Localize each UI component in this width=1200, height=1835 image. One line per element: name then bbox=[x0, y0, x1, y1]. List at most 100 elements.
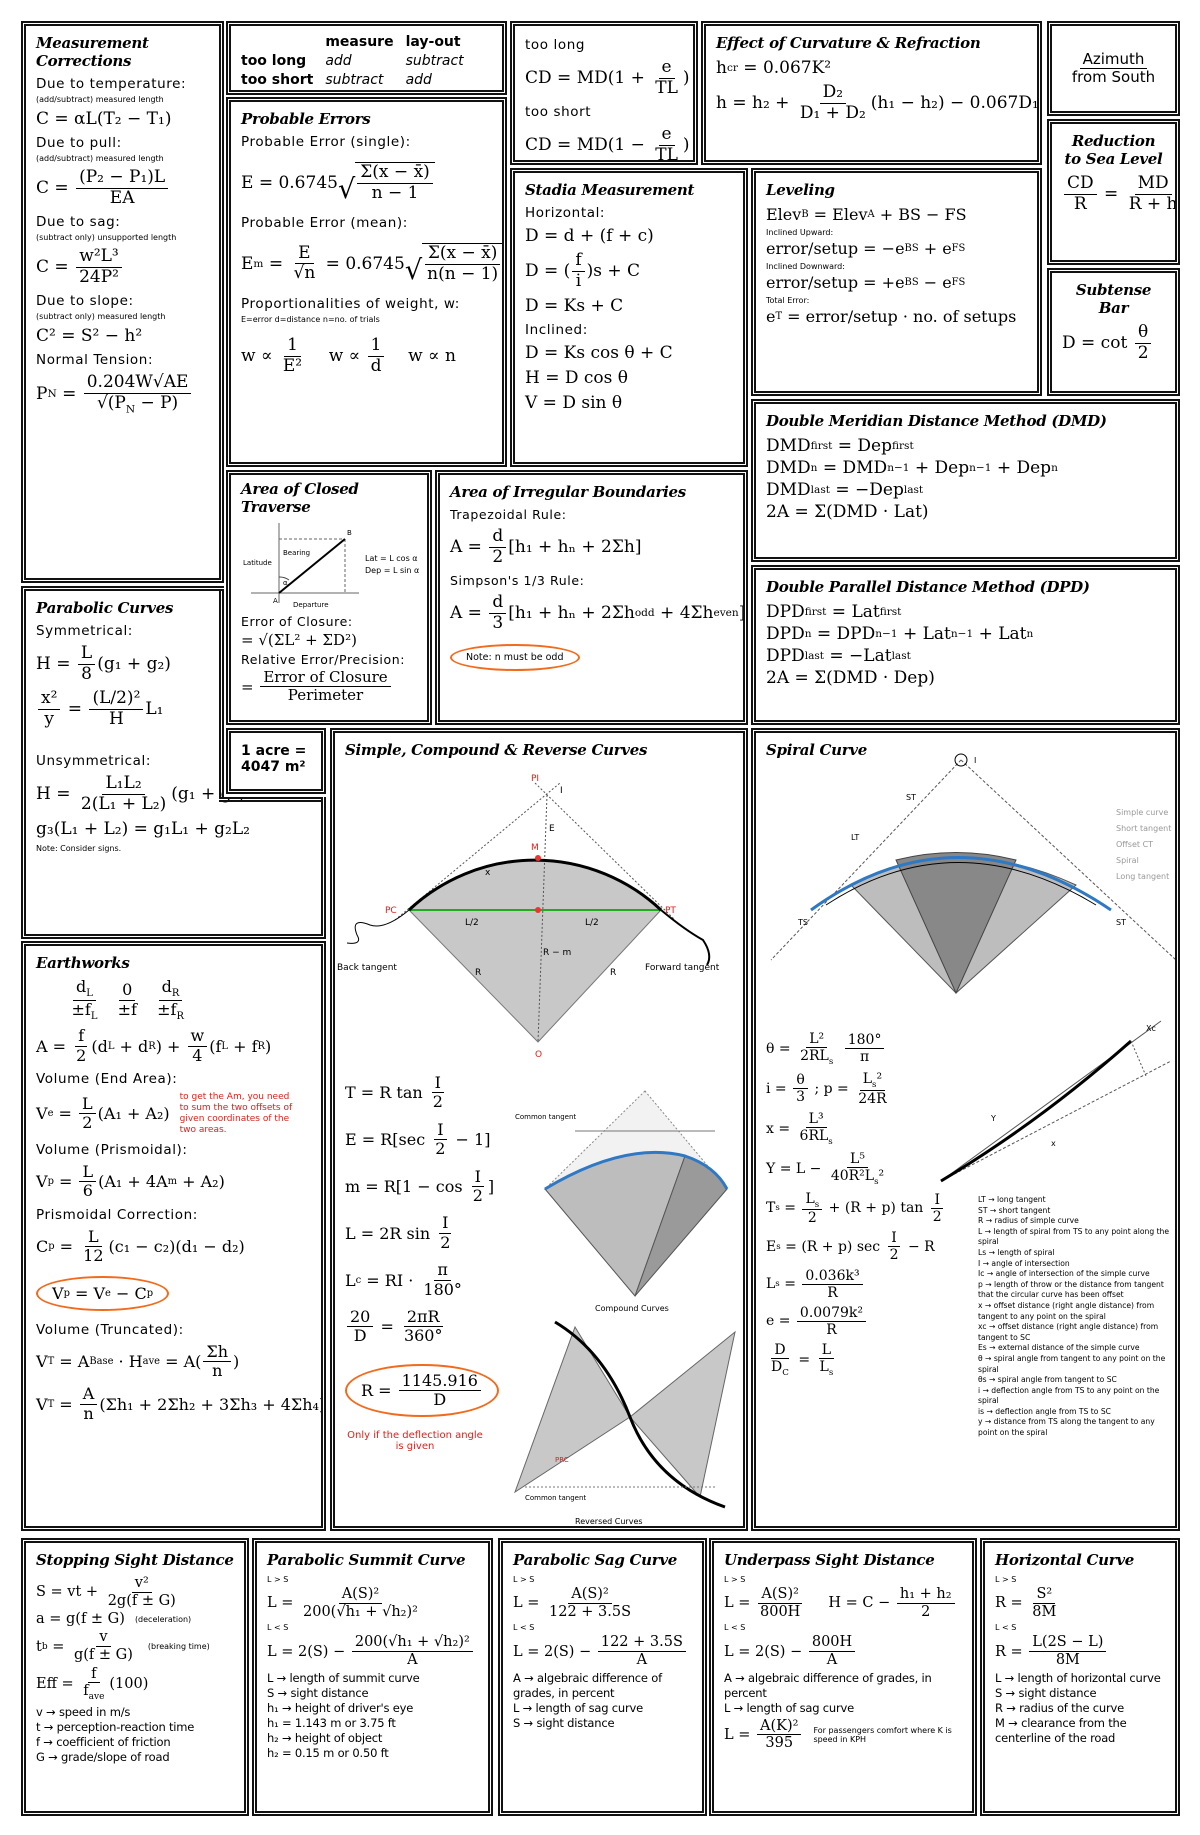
numerator: x² bbox=[38, 688, 61, 710]
formula-text: e bbox=[766, 307, 776, 326]
formula-text: L bbox=[819, 1359, 829, 1376]
formula-text: d bbox=[492, 592, 504, 613]
denominator: 2 bbox=[887, 1247, 902, 1263]
formula-text: + d bbox=[114, 1036, 149, 1056]
formula-text: i = bbox=[766, 1080, 792, 1097]
subscript: N bbox=[47, 388, 57, 401]
denominator: Perimeter bbox=[285, 687, 366, 704]
formula-text: CD = MD(1 − bbox=[525, 135, 651, 156]
simple-compound-reverse-curves-panel: Simple, Compound & Reverse Curves PI I P… bbox=[330, 728, 748, 1531]
section-title: Horizontal Curve bbox=[995, 1551, 1134, 1569]
denominator: 4 bbox=[189, 1045, 205, 1065]
formula-text: L₁L₂ bbox=[105, 773, 142, 794]
formula-text: L = 2(S) − bbox=[724, 1643, 807, 1660]
formula-text: d bbox=[370, 355, 382, 376]
formula-text: A bbox=[826, 1652, 838, 1669]
glossary-line: y → distance from TS along the tangent t… bbox=[978, 1417, 1155, 1438]
formula-label: Error of Closure: bbox=[241, 614, 353, 629]
formula-text: = (R + p) sec bbox=[780, 1238, 885, 1255]
definition-line: h₂ → height of object bbox=[267, 1730, 383, 1745]
formula-label: Inclined: bbox=[525, 322, 588, 339]
compound-caption: Compound Curves bbox=[595, 1304, 669, 1313]
formula: R = L(2S − L)8M bbox=[995, 1634, 1165, 1668]
reverse-curve-diagram: PRC Common tangent Reversed Curves bbox=[485, 1312, 743, 1526]
formula-text: (A₁ + 4A bbox=[98, 1172, 168, 1192]
formula-label: Due to slope: bbox=[36, 293, 134, 310]
subscript: Base bbox=[89, 1355, 114, 1367]
formula-text: 2 bbox=[932, 1208, 942, 1225]
x-label: x bbox=[485, 868, 491, 878]
formula-text: = A bbox=[54, 1351, 90, 1371]
formula-text: L bbox=[88, 1226, 99, 1246]
denominator: 2 bbox=[918, 1604, 933, 1621]
subscript: s bbox=[828, 1136, 833, 1147]
numerator: L(2S − L) bbox=[1029, 1634, 1107, 1653]
formula-text: √n bbox=[293, 263, 316, 284]
formula-text: 0 bbox=[122, 980, 133, 1000]
glossary-line: is → deflection angle from TS to SC bbox=[978, 1406, 1111, 1416]
formula-text: = 0.6745 bbox=[320, 253, 405, 274]
formula: 2A = Σ(DMD · Dep) bbox=[766, 668, 1165, 688]
formula-text bbox=[102, 991, 112, 1010]
formula-text: T = R tan bbox=[345, 1083, 428, 1103]
numerator: Σ(x − x̄) bbox=[424, 244, 501, 265]
section-title: Simple, Compound & Reverse Curves bbox=[345, 741, 648, 759]
numerator: L⁵ bbox=[847, 1151, 868, 1168]
formula-text: 2A = Σ(DMD · Lat) bbox=[766, 502, 929, 522]
formula-text: 4 bbox=[192, 1045, 203, 1065]
tangent-line bbox=[940, 1060, 1172, 1182]
subscript: C bbox=[782, 1367, 789, 1378]
radicand: Σ(x − x̄)n(n − 1) bbox=[422, 243, 502, 284]
numerator: 1145.916 bbox=[398, 1371, 481, 1392]
denominator: 395 bbox=[762, 1735, 796, 1752]
fraction: h₁ + h₂ 2 bbox=[896, 1586, 955, 1621]
formula-text: = Elev bbox=[808, 205, 868, 224]
formula-text: 180° bbox=[423, 1279, 462, 1299]
denominator: 122 + 3.5S bbox=[546, 1604, 634, 1621]
formula-text: 0.036k³ bbox=[805, 1267, 860, 1284]
traverse-figure: Latitude Bearing α A B Departure Lat = L… bbox=[243, 523, 419, 609]
subscript: L bbox=[221, 1040, 228, 1052]
formula-text: = Dep bbox=[832, 436, 892, 456]
formula-text: C = bbox=[36, 257, 75, 278]
subscript: n bbox=[810, 462, 818, 474]
formula: dL±fL 0±f dR±fR bbox=[36, 977, 311, 1022]
formula-note: (deceleration) bbox=[134, 1614, 192, 1624]
formula-text: E = R[sec bbox=[345, 1130, 431, 1150]
numerator: A(K)² bbox=[757, 1718, 802, 1736]
denominator: R bbox=[823, 1322, 840, 1338]
formula-text: DMD bbox=[766, 436, 811, 456]
central-sector bbox=[895, 852, 1017, 995]
denominator: 360° bbox=[401, 1327, 446, 1345]
subscript: e bbox=[47, 1108, 54, 1120]
numerator: I bbox=[888, 1230, 900, 1248]
numerator: v² bbox=[131, 1575, 152, 1593]
subscript: T bbox=[775, 311, 783, 322]
formula-text: 395 bbox=[765, 1735, 794, 1752]
formula-text: L = 2(S) − bbox=[513, 1643, 596, 1660]
legend-short-tangent: Short tangent bbox=[1116, 824, 1171, 833]
formula-text: CD bbox=[1067, 173, 1094, 193]
formula-text: L bbox=[766, 1276, 776, 1293]
numerator: 122 + 3.5S bbox=[597, 1634, 686, 1653]
formula-text: h₁ + h₂ bbox=[899, 1586, 952, 1602]
